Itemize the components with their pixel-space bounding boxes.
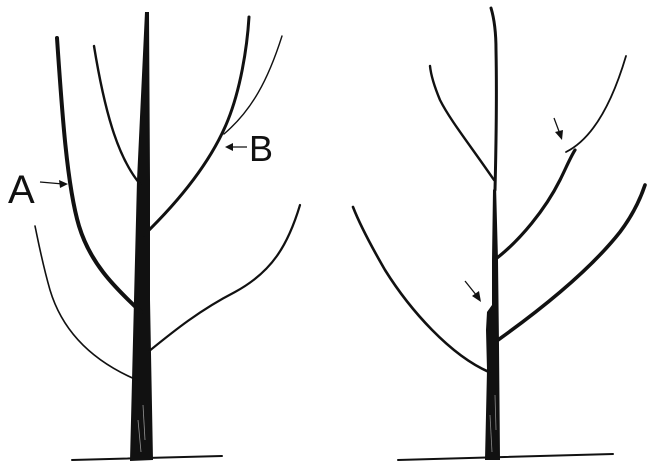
left-branch-lower-left bbox=[34, 225, 138, 381]
cut-point-arrow-upper bbox=[553, 117, 563, 140]
cut-point-arrow-lower bbox=[464, 280, 481, 302]
left-branch-a bbox=[55, 36, 143, 314]
left-trunk bbox=[130, 12, 153, 461]
cut-point-arrowhead-upper bbox=[555, 130, 563, 140]
label-b-arrowhead bbox=[225, 143, 233, 151]
left-bark-texture bbox=[137, 404, 146, 453]
label-a: A bbox=[8, 168, 35, 212]
label-a-arrow bbox=[39, 181, 64, 185]
label-a-arrowhead bbox=[59, 180, 68, 188]
right-trunk bbox=[485, 185, 500, 460]
right-ground-line bbox=[397, 453, 614, 461]
right-branch-left-upper bbox=[428, 64, 496, 182]
right-central-leader bbox=[489, 6, 498, 192]
right-tree bbox=[351, 6, 647, 461]
left-branch-b-outer bbox=[223, 35, 283, 135]
right-branch-mid-tip bbox=[565, 55, 627, 153]
left-branch-lower-right bbox=[146, 203, 302, 354]
right-branch-left-lower bbox=[351, 205, 491, 374]
label-b-group: B bbox=[225, 128, 273, 169]
cut-point-arrowhead-lower bbox=[472, 291, 481, 302]
right-bark-texture bbox=[489, 394, 497, 453]
left-tree bbox=[34, 12, 302, 461]
label-b: B bbox=[249, 128, 273, 169]
left-branch-upper-left bbox=[92, 44, 142, 186]
right-branch-lower-right bbox=[496, 183, 647, 342]
left-branch-b bbox=[142, 15, 251, 237]
right-branch-mid bbox=[495, 148, 577, 260]
label-a-group: A bbox=[8, 168, 68, 212]
